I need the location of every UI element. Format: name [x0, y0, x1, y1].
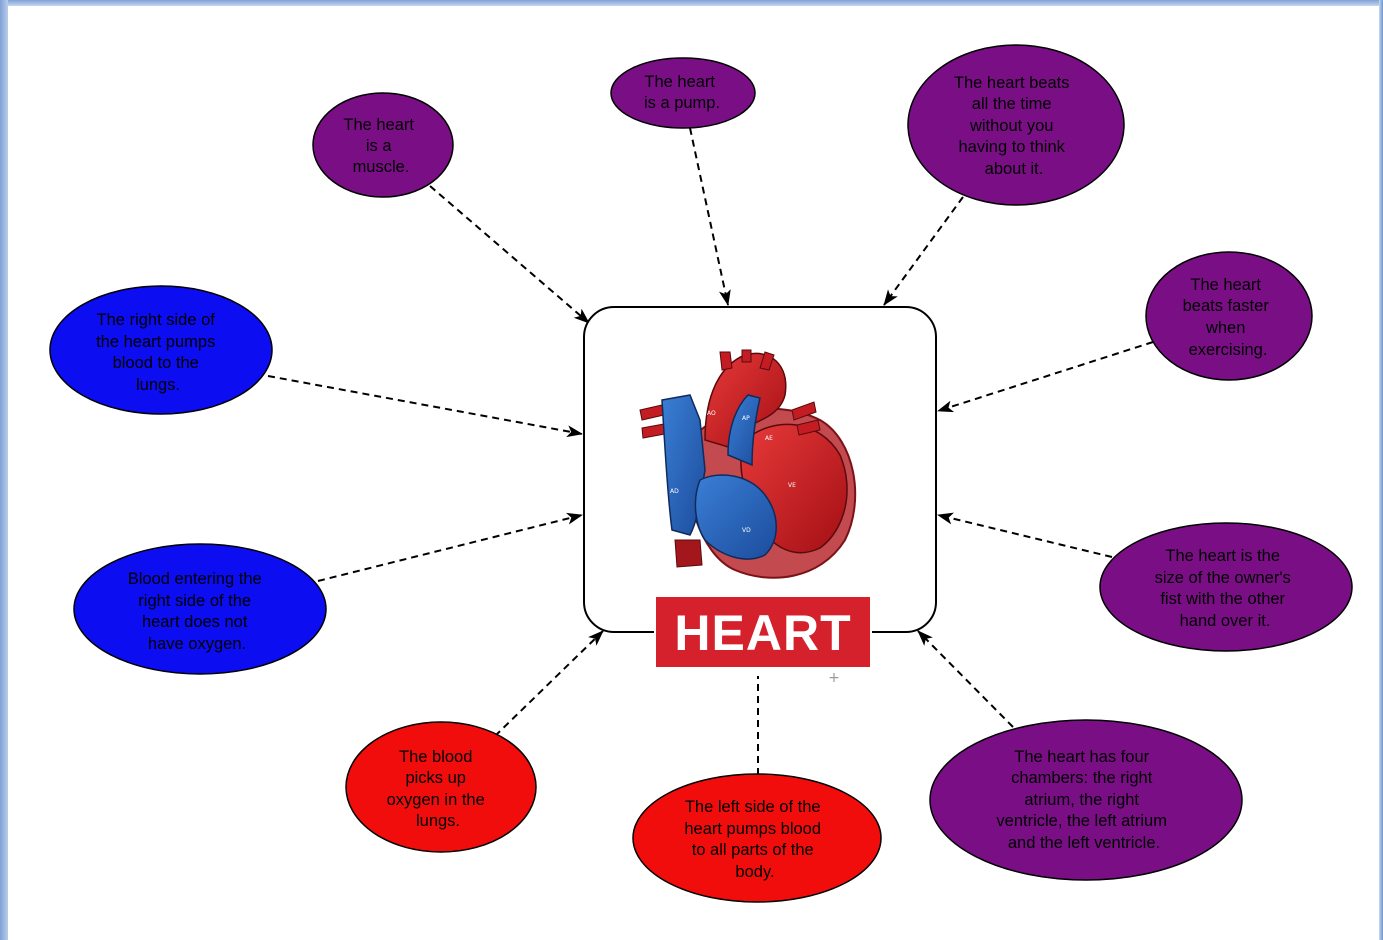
arrow-faster — [937, 341, 1154, 413]
arrow-pump — [689, 127, 731, 306]
bubble-muscle-text: The heart is a muscle. — [343, 116, 418, 176]
bubble-beats-text: The heart beats all the time without you… — [954, 74, 1074, 178]
arrow-muscle — [429, 185, 590, 324]
window-frame-right — [1379, 0, 1383, 940]
connector-arrows — [267, 127, 1154, 775]
bubble-chambers — [929, 719, 1243, 881]
organ-label-ae: AE — [765, 435, 773, 442]
bubble-leftside — [632, 773, 882, 903]
heart-illustration: AO AP AE VE AD VD — [639, 349, 857, 579]
arrow-rightside — [267, 375, 583, 438]
cursor-crosshair-icon: + — [828, 670, 840, 686]
heart-logo: HEART — [654, 595, 872, 669]
bubble-entering-text: Blood entering the right side of the hea… — [128, 570, 267, 653]
bubble-rightside — [49, 285, 273, 415]
bubble-picksup-text: The blood picks up oxygen in the lungs. — [387, 748, 490, 830]
bubble-pump — [610, 57, 756, 129]
bubble-chambers-text: The heart has four chambers: the right a… — [996, 748, 1171, 852]
organ-label-ap: AP — [742, 415, 750, 422]
organ-label-ad: AD — [670, 488, 679, 495]
bubble-rightside-text: The right side of the heart pumps blood … — [96, 311, 220, 394]
organ-label-ao: AO — [707, 410, 716, 417]
arrow-chambers — [917, 630, 1014, 728]
bubble-beats — [907, 44, 1125, 206]
bubble-size — [1099, 522, 1353, 652]
organ-label-vd: VD — [742, 527, 751, 534]
bubble-faster — [1145, 251, 1313, 381]
bubble-texts: The heart is a muscle. The heart is a pu… — [96, 73, 1296, 881]
arrow-picksup — [494, 630, 604, 737]
bubble-pump-text: The heart is a pump. — [644, 73, 720, 112]
window-frame-left — [0, 0, 8, 940]
bubble-faster-text: The heart beats faster when exercising. — [1183, 276, 1274, 359]
bubbles — [49, 44, 1353, 903]
heart-title: HEART — [674, 605, 851, 661]
bubble-leftside-text: The left side of the heart pumps blood t… — [684, 798, 825, 881]
arrow-beats — [883, 196, 964, 306]
arrow-entering — [317, 512, 583, 582]
arrow-size — [937, 512, 1113, 558]
window-frame-top — [0, 0, 1383, 6]
bubble-size-text: The heart is the size of the owner's fis… — [1155, 547, 1296, 630]
bubble-entering — [73, 543, 327, 675]
organ-label-ve: VE — [788, 482, 796, 489]
bubble-muscle — [312, 92, 454, 198]
bubble-picksup — [345, 721, 537, 853]
